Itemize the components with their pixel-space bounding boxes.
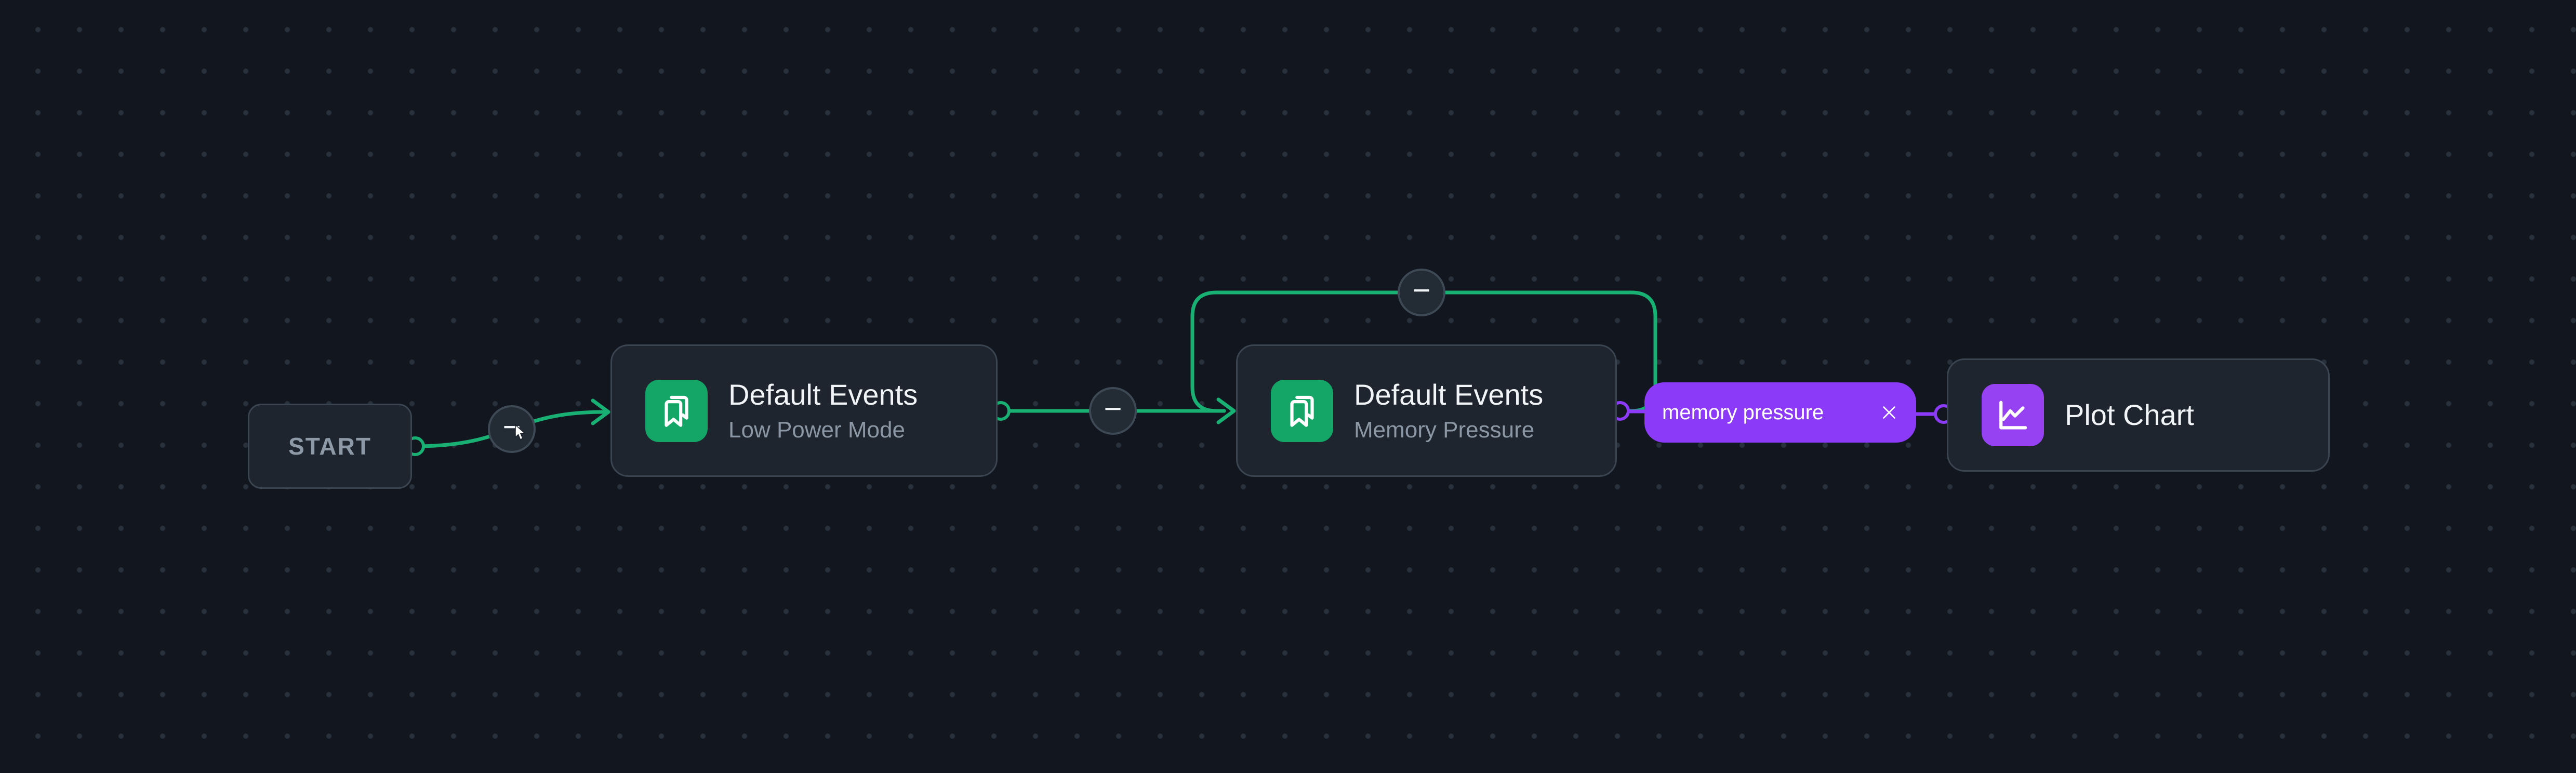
minus-icon: − bbox=[1104, 391, 1122, 426]
bookmarks-icon bbox=[645, 379, 708, 442]
start-label: START bbox=[288, 433, 371, 460]
edge-label-text: memory pressure bbox=[1662, 401, 1824, 424]
node-subtitle: Low Power Mode bbox=[728, 417, 905, 443]
remove-edge-button-self-loop[interactable]: − bbox=[1398, 269, 1445, 316]
line-chart-icon bbox=[1982, 384, 2044, 446]
close-icon[interactable] bbox=[1880, 403, 1898, 422]
remove-edge-button-start-to-low-power[interactable]: − bbox=[488, 405, 536, 453]
node-subtitle: Memory Pressure bbox=[1354, 417, 1535, 443]
bookmarks-icon bbox=[1271, 379, 1333, 442]
edge-label-memory-pressure[interactable]: memory pressure bbox=[1644, 382, 1916, 443]
remove-edge-button-low-power-to-memory-pressure[interactable]: − bbox=[1089, 387, 1137, 435]
edge-arrowhead bbox=[1216, 397, 1236, 424]
node-title: Default Events bbox=[1354, 378, 1544, 411]
node-title: Plot Chart bbox=[2065, 398, 2194, 431]
minus-icon: − bbox=[502, 409, 521, 444]
node-default-events-low-power[interactable]: Default Events Low Power Mode bbox=[610, 344, 998, 477]
node-plot-chart[interactable]: Plot Chart bbox=[1947, 358, 2330, 472]
node-default-events-memory-pressure[interactable]: Default Events Memory Pressure bbox=[1236, 344, 1617, 477]
node-title: Default Events bbox=[728, 378, 918, 411]
node-start[interactable]: START bbox=[248, 404, 412, 489]
edge-arrowhead bbox=[591, 398, 610, 425]
minus-icon: − bbox=[1412, 273, 1431, 308]
